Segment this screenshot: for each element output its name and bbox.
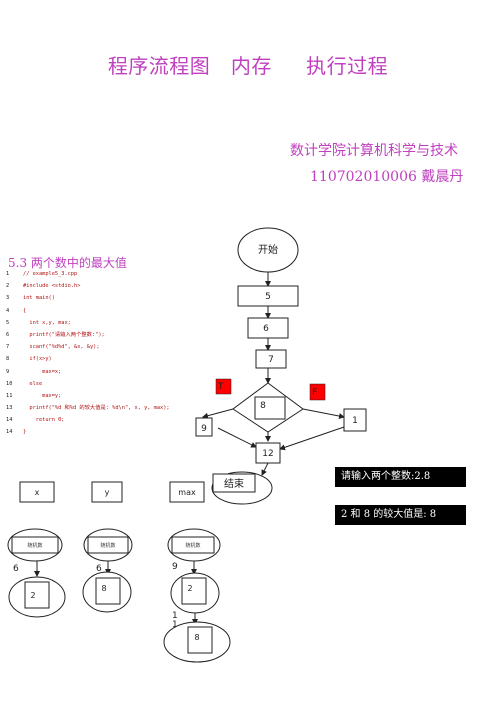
code-line-number: 1 [6, 271, 10, 277]
flow-end: 结束 [211, 471, 273, 505]
flow-start-label: 开始 [258, 243, 278, 256]
section-title: 5.3 两个数中的最大值 [8, 256, 127, 270]
code-line-text: max=y; [23, 392, 62, 399]
svg-text:12: 12 [262, 449, 273, 459]
flow-start: 开始 [237, 227, 299, 273]
page-title: 程序流程图 内存 执行过程 [107, 54, 389, 78]
flow-step-7: 7 [255, 349, 287, 369]
code-line: 11 max=y; [6, 390, 170, 402]
flow-connectors [202, 271, 345, 476]
code-line-text: if(x>y) [23, 356, 52, 363]
console-output-1: 请输入两个整数:2.8 [335, 467, 466, 487]
code-line-number: 14 [6, 417, 13, 424]
svg-text:8: 8 [260, 401, 266, 411]
code-line-text: return 0; [23, 417, 65, 424]
code-line: 3 int main() [6, 292, 170, 304]
flow-step-11: 1 [343, 408, 367, 432]
code-line: 8 if(x>y) [6, 353, 170, 365]
code-line-number: 11 [6, 392, 13, 399]
svg-text:8: 8 [101, 584, 106, 593]
code-line-text: // example5_3.cpp [23, 271, 78, 277]
svg-text:随机数: 随机数 [27, 542, 42, 549]
code-line: 10 else [6, 378, 170, 390]
memory-var-x: x 随机数 6 2 [7, 481, 66, 618]
code-line-number: 3 [6, 295, 10, 302]
code-line-text: int x,y, max; [23, 319, 71, 326]
svg-text:随机数: 随机数 [100, 542, 115, 549]
code-line-text: printf("请输入两个整数:"); [23, 331, 105, 338]
svg-text:随机数: 随机数 [185, 542, 200, 549]
code-line-number: 8 [6, 356, 10, 363]
code-line: 2 #include <stdio.h> [6, 280, 170, 292]
flow-step-5: 5 [237, 285, 299, 307]
code-line: 5 int x,y, max; [6, 317, 170, 329]
svg-text:1: 1 [352, 416, 358, 426]
flow-end-label: 结束 [224, 477, 244, 490]
code-line-text: scanf("%d%d", &x, &y); [23, 344, 100, 351]
code-line: 14 return 0; [6, 414, 170, 426]
code-line: 6 printf("请输入两个整数:"); [6, 329, 170, 341]
memory-var-y-name: y [105, 488, 110, 497]
code-line-number: 10 [6, 380, 13, 387]
svg-text:6: 6 [263, 324, 269, 334]
svg-text:8: 8 [194, 633, 199, 642]
svg-text:T: T [217, 382, 224, 392]
code-line-number: 5 [6, 319, 10, 326]
code-line: 9 max=x; [6, 366, 170, 378]
code-line-number: 7 [6, 344, 10, 351]
svg-text:F: F [312, 388, 317, 398]
flow-step-9: 9 [195, 417, 213, 437]
svg-text:7: 7 [268, 355, 274, 365]
code-line-text: int main() [23, 295, 55, 302]
code-line-number: 9 [6, 368, 10, 375]
code-line: 7 scanf("%d%d", &x, &y); [6, 341, 170, 353]
flow-step-12: 12 [255, 442, 281, 464]
svg-text:2: 2 [187, 584, 192, 593]
author: 110702010006 戴晨丹 [310, 169, 464, 185]
code-line-number: 13 [6, 405, 13, 412]
svg-text:5: 5 [265, 292, 271, 302]
code-line-number: 14 [6, 429, 13, 436]
code-line-number: 6 [6, 331, 10, 338]
code-line-number: 2 [6, 283, 10, 290]
svg-text:6: 6 [13, 564, 19, 574]
svg-text:6: 6 [96, 564, 102, 574]
code-line-text: printf("%d 和%d 的较大值是: %d\n", x, y, max); [23, 405, 170, 412]
code-line-text: } [23, 429, 27, 436]
memory-var-max-name: max [178, 488, 196, 497]
code-line: 1 // example5_3.cpp [6, 268, 170, 280]
memory-var-y: y 随机数 6 8 [82, 481, 133, 613]
flow-decision: 8 [232, 382, 304, 433]
code-line-text: #include <stdio.h> [23, 283, 81, 290]
svg-text:2: 2 [30, 591, 35, 600]
memory-var-x-name: x [35, 488, 40, 497]
flow-true-label: T [215, 378, 232, 395]
code-line-number: 4 [6, 307, 10, 314]
svg-text:9: 9 [172, 562, 178, 572]
code-line: 13 printf("%d 和%d 的较大值是: %d\n", x, y, ma… [6, 402, 170, 414]
flow-step-6: 6 [247, 317, 289, 339]
flow-false-label: F [309, 383, 326, 401]
affiliation: 数计学院计算机科学与技术 [290, 143, 458, 159]
code-line-text: { [23, 307, 27, 314]
code-line-text: else [23, 380, 43, 387]
svg-text:9: 9 [201, 424, 207, 434]
console-output-2: 2 和 8 的较大值是: 8 [335, 505, 466, 525]
code-line-text: max=x; [23, 368, 62, 375]
code-listing: 1 // example5_3.cpp 2 #include <stdio.h> 3 in… [6, 268, 170, 439]
code-line: 4{ [6, 305, 170, 317]
code-line: 14} [6, 426, 170, 438]
